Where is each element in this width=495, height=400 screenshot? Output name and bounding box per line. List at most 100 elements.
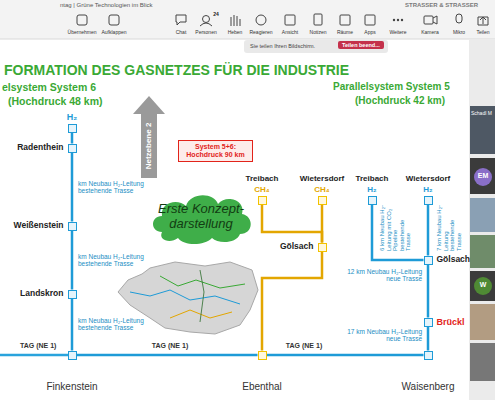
system-heading: Parallelsystem System 5 bbox=[333, 81, 450, 93]
participant-video bbox=[470, 198, 495, 232]
station-square: TreibachH₂ bbox=[368, 196, 377, 205]
hand-icon bbox=[231, 15, 240, 26]
toolbar-label: Personen bbox=[195, 30, 216, 36]
station-name: Treibach bbox=[356, 174, 389, 183]
participant-avatar bbox=[474, 168, 492, 186]
participant-strip bbox=[469, 39, 495, 400]
rooms-icon bbox=[340, 15, 350, 25]
map-network-line bbox=[130, 290, 240, 304]
pipeline-label: TAG (NE 1) bbox=[148, 342, 192, 350]
toolbar-label: Teilen bbox=[476, 30, 489, 36]
pipeline-line bbox=[0, 354, 68, 357]
station-name: Wietersdorf bbox=[300, 174, 344, 183]
toolbar-bar bbox=[0, 0, 495, 39]
participant-name: Schadl M bbox=[471, 111, 492, 117]
participant-count: 24 bbox=[213, 12, 219, 18]
cloud-text: Erste Konzept-darstellung bbox=[153, 202, 249, 232]
participant-video bbox=[470, 106, 495, 154]
avatar-initials: EM bbox=[478, 172, 489, 180]
station-square: Brückl bbox=[424, 318, 433, 327]
more-icon bbox=[393, 19, 395, 21]
notes-icon bbox=[314, 14, 322, 25]
pipeline-line bbox=[427, 265, 430, 318]
map-network-line bbox=[200, 270, 204, 322]
meeting-title: ntag | Grüne Technologien im Blick bbox=[60, 2, 153, 9]
segment-label: 17 km Neubau H₂-Leitung neue Trasse bbox=[342, 328, 422, 343]
station-name: Ebenthal bbox=[242, 381, 281, 393]
pipeline-label: TAG (NE 1) bbox=[20, 342, 56, 350]
station-square: H₂ bbox=[68, 124, 77, 133]
station-name: Gölsach bbox=[280, 242, 314, 252]
station-square: WietersdorfH₂ bbox=[424, 196, 433, 205]
toolbar-label: Weitere bbox=[389, 30, 406, 36]
participant-tile bbox=[470, 158, 495, 194]
avatar-initials: W bbox=[480, 281, 487, 289]
toolbar-label: Übernehmen bbox=[68, 30, 97, 36]
people-icon bbox=[203, 16, 210, 23]
pipeline-line bbox=[71, 153, 74, 222]
more-icon bbox=[397, 19, 399, 21]
station-name: Treibach bbox=[246, 174, 279, 183]
more-icon bbox=[401, 19, 403, 21]
chat-icon bbox=[176, 15, 186, 25]
toolbar-label: Apps bbox=[364, 30, 375, 36]
gas-symbol: H₂ bbox=[67, 112, 78, 122]
station-name: Weißenstein bbox=[14, 221, 64, 231]
pipeline-line bbox=[71, 299, 74, 351]
share-notice: Sie teilen Ihren Bildschirm. bbox=[250, 43, 315, 49]
pipeline-line bbox=[427, 327, 430, 351]
station-name: Wietersdorf bbox=[406, 174, 450, 183]
system-heading: elsystem System 6 bbox=[2, 81, 96, 93]
camera-icon bbox=[433, 16, 437, 24]
gas-symbol: H₂ bbox=[367, 185, 376, 194]
stop-sharing-button: Teilen beend... bbox=[338, 41, 384, 49]
station-name: Brückl bbox=[437, 317, 465, 327]
gas-symbol: CH₄ bbox=[254, 185, 269, 194]
pipeline-label: TAG (NE 1) bbox=[282, 342, 326, 350]
toolbar-label: Mikro bbox=[453, 30, 465, 36]
cloud-body bbox=[153, 195, 251, 244]
station-name: Landskron bbox=[20, 289, 63, 299]
station-name: Waisenberg bbox=[402, 381, 455, 393]
pipeline-line bbox=[262, 205, 322, 243]
segment-label: km Neubau H₂-Leitung bestehende Trasse bbox=[78, 317, 152, 332]
people-icon bbox=[200, 23, 212, 26]
pipeline-line bbox=[71, 133, 74, 144]
pipeline-line bbox=[267, 354, 424, 357]
concept-cloud: Erste Konzept-darstellung bbox=[148, 188, 254, 246]
pipeline-line bbox=[262, 252, 322, 351]
slide-title: FORMATION DES GASNETZES FÜR DIE INDUSTRI… bbox=[4, 62, 349, 78]
toolbar-icon bbox=[77, 15, 87, 25]
station-square: WietersdorfCH₄ bbox=[318, 196, 327, 205]
toolbar-label: Ansicht bbox=[282, 30, 298, 36]
toolbar-label: Aufklappen bbox=[101, 30, 126, 36]
participant-video bbox=[470, 343, 495, 381]
station-square: Weißenstein bbox=[68, 222, 77, 231]
toolbar-label: Chat bbox=[176, 30, 187, 36]
participant-video bbox=[470, 304, 495, 340]
segment-label: 6 km Neubau H₂-Leitung mit CO₂ Pipeline … bbox=[379, 203, 412, 251]
toolbar-icon bbox=[109, 15, 119, 25]
station-square: Gölsach bbox=[424, 256, 433, 265]
participant-tile bbox=[470, 271, 495, 301]
toolbar-label: Notizen bbox=[310, 30, 327, 36]
pipeline-line bbox=[71, 231, 74, 290]
participant-video bbox=[470, 235, 495, 268]
toolbar-label: Heben bbox=[228, 30, 243, 36]
participant-avatar bbox=[474, 277, 492, 295]
toolbar-label: Kamera bbox=[421, 30, 439, 36]
arrow-body bbox=[133, 96, 165, 178]
segment-label: km Neubau H₂-Leitung bestehende Trasse bbox=[78, 180, 152, 195]
pipeline-line bbox=[427, 205, 430, 256]
station-name: Finkenstein bbox=[46, 381, 97, 393]
info-box: System 5+6: Hochdruck 90 km bbox=[178, 140, 253, 162]
station-square: Ebenthal bbox=[258, 351, 267, 360]
toolbar-label: Reagieren bbox=[249, 30, 272, 36]
segment-label: km Neubau H₂-Leitung bestehende Trasse bbox=[78, 253, 152, 268]
share-banner bbox=[244, 40, 388, 53]
station-square: TreibachCH₄ bbox=[258, 196, 267, 205]
company-name: STRASSER & STRASSER bbox=[405, 2, 478, 9]
camera-icon bbox=[424, 16, 433, 24]
